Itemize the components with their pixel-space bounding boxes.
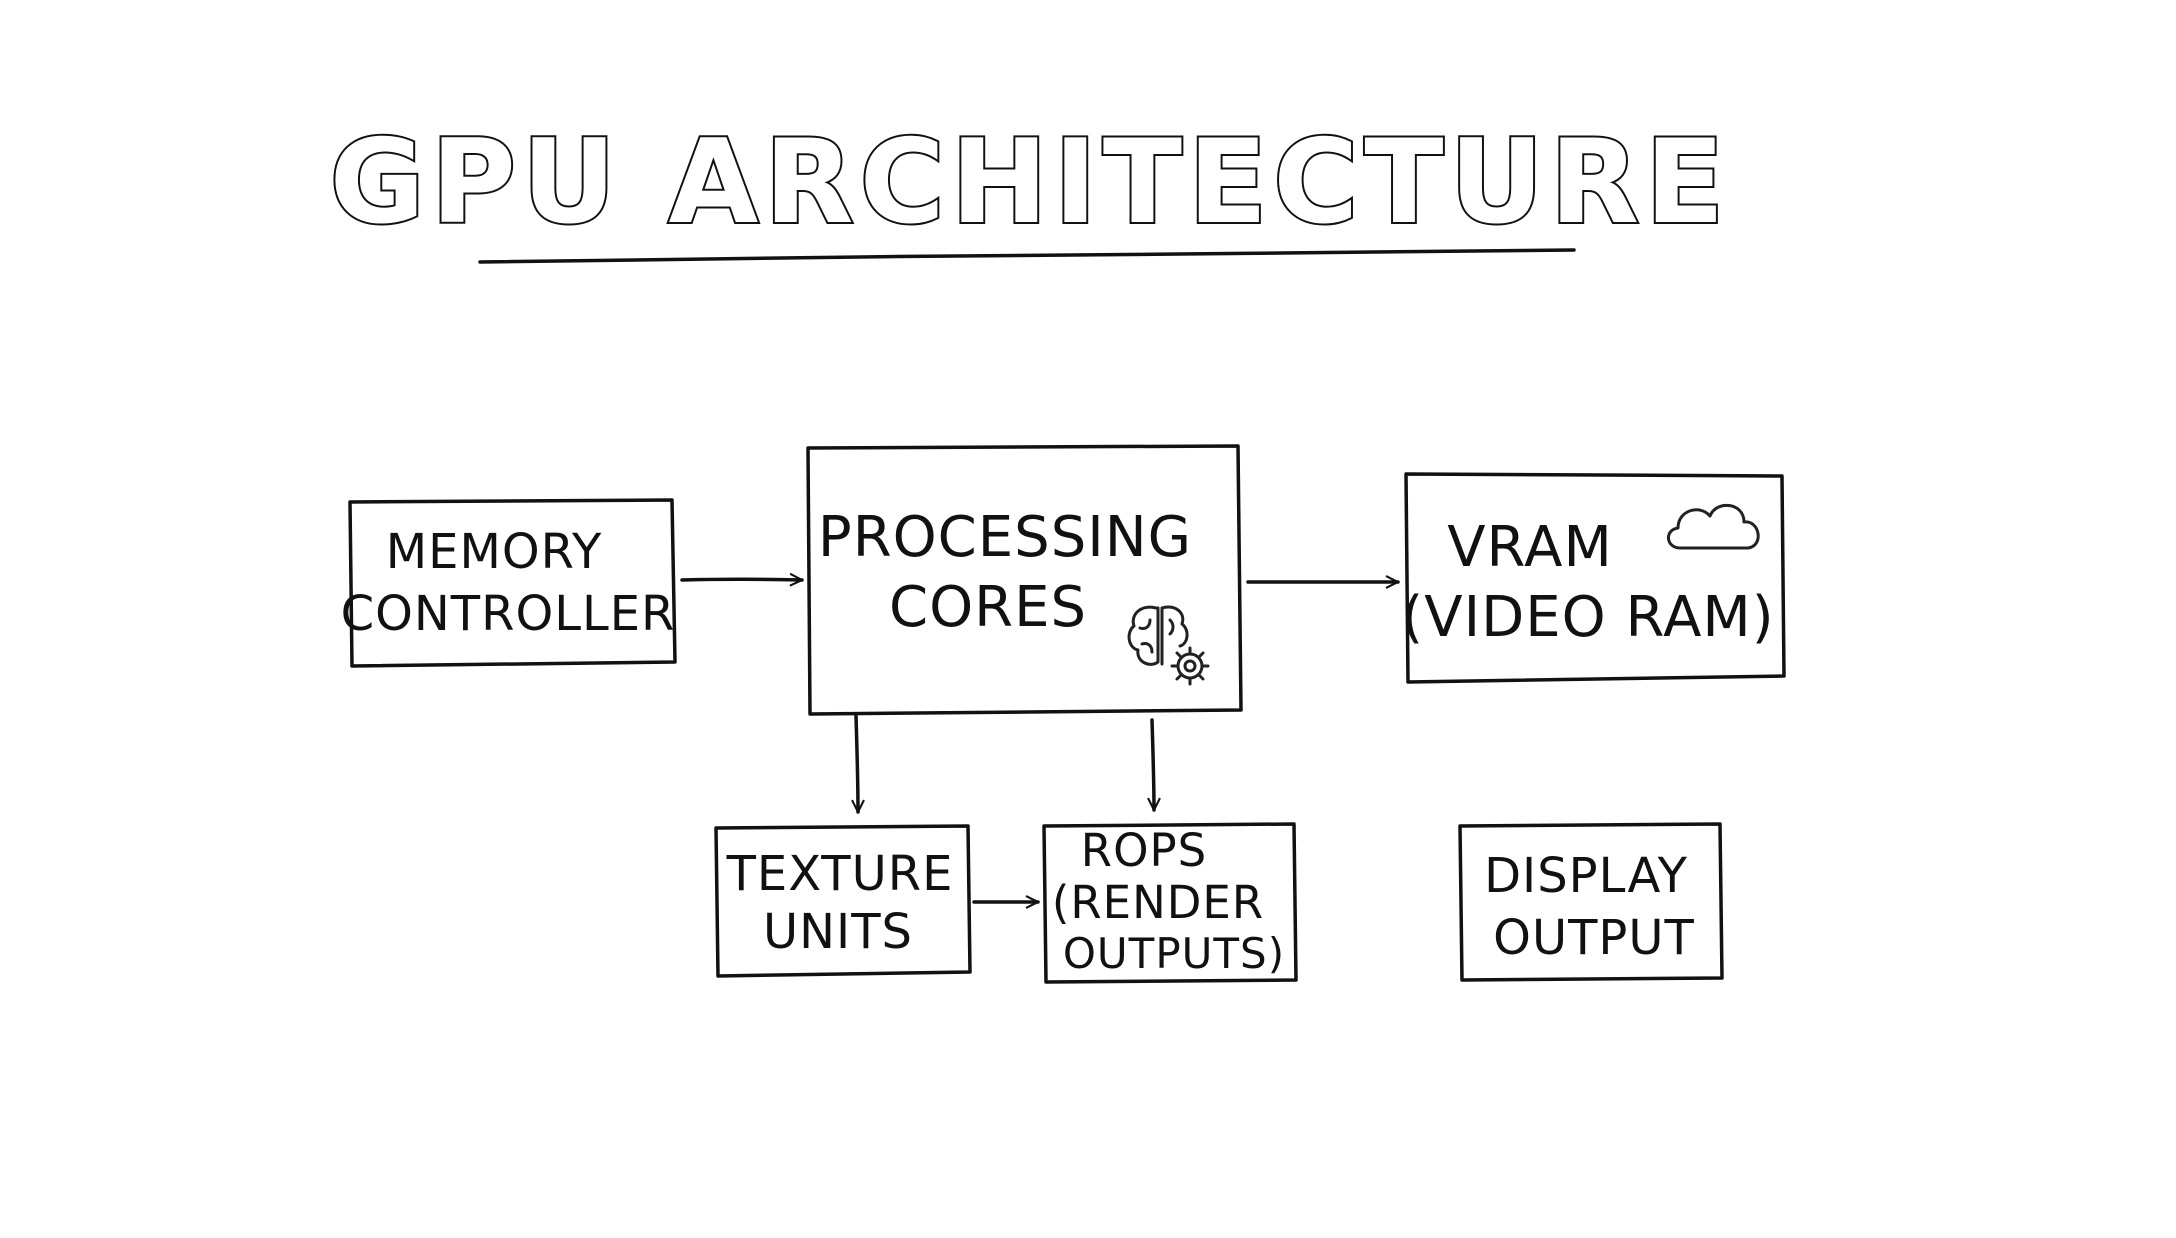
vram-box (1404, 472, 1786, 684)
node-processing-cores[interactable]: PROCESSING CORES (806, 444, 1243, 716)
cloud-icon (1667, 503, 1760, 550)
vram-label-line1: VRAM (1447, 515, 1613, 580)
processing-cores-label-line1: PROCESSING (818, 505, 1192, 570)
memory-controller-box (348, 498, 677, 668)
memory-controller-label-line2: CONTROLLER (341, 586, 676, 642)
display-output-label-line2: OUTPUT (1493, 910, 1695, 966)
title-underline (478, 248, 1576, 264)
node-display-output[interactable]: DISPLAY OUTPUT (1458, 822, 1724, 982)
memory-controller-label-line1: MEMORY (386, 524, 603, 580)
display-output-label-line1: DISPLAY (1484, 848, 1688, 904)
node-rops[interactable]: ROPS (RENDER OUTPUTS) (1042, 822, 1298, 984)
processing-cores-label-line2: CORES (889, 575, 1087, 640)
vram-label-line2: (VIDEO RAM) (1401, 585, 1774, 650)
rops-label-line1: ROPS (1081, 824, 1207, 877)
node-memory-controller[interactable]: MEMORY CONTROLLER (341, 498, 677, 668)
rops-label-line2: (RENDER (1052, 876, 1264, 929)
rops-label-line3: OUTPUTS) (1063, 929, 1285, 978)
arrow-cores-to-texture (851, 714, 865, 814)
rops-box (1042, 822, 1298, 984)
node-vram[interactable]: VRAM (VIDEO RAM) (1401, 472, 1786, 684)
texture-units-label-line2: UNITS (763, 904, 913, 960)
texture-units-label-line1: TEXTURE (726, 846, 954, 902)
node-texture-units[interactable]: TEXTURE UNITS (714, 824, 972, 978)
arrow-cores-to-rops (1147, 718, 1161, 812)
arrow-memory-to-cores (680, 573, 804, 587)
brain-gear-icon (1127, 605, 1210, 686)
diagram-title: GPU ARCHITECTURE (330, 115, 1731, 250)
display-output-box (1458, 822, 1724, 982)
texture-units-box (714, 824, 972, 978)
